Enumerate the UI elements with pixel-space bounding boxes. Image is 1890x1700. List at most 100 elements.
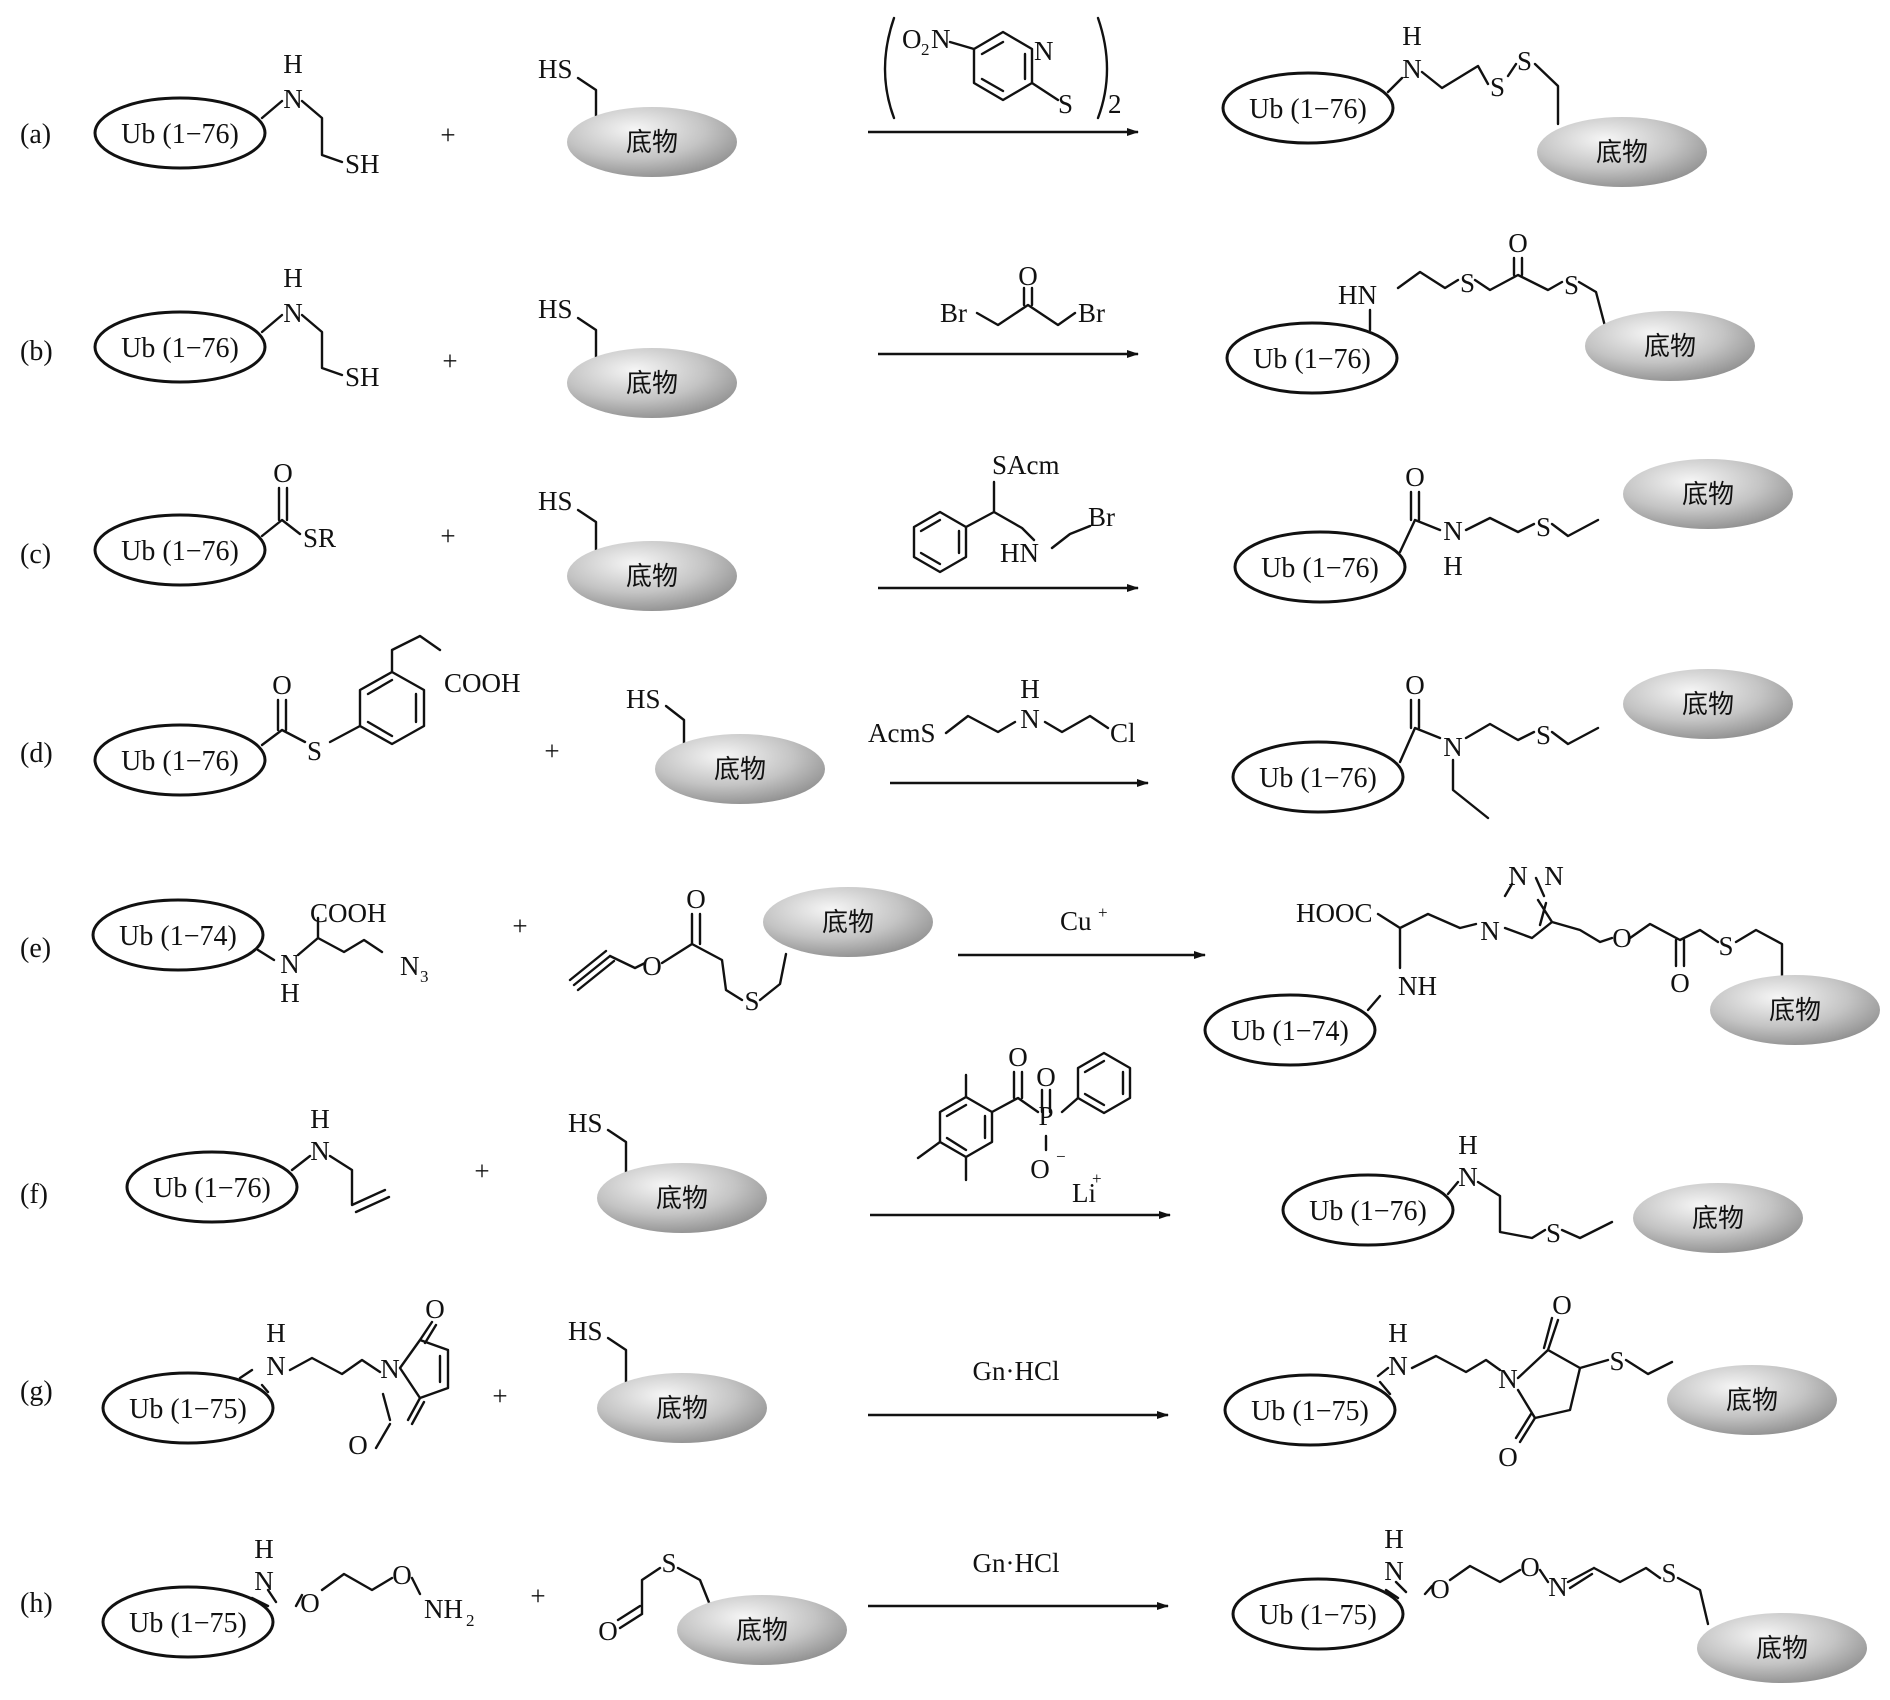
bond (576, 76, 598, 130)
atom: O (272, 670, 292, 700)
atom: + (1092, 1169, 1102, 1188)
bond (1384, 1564, 1710, 1626)
substrate-label: 底物 (626, 562, 678, 592)
substrate-label: 底物 (626, 128, 678, 158)
reaction-c: (c) Ub (1−76) O SR + HS 底物 SAcm HN Br Ub… (20, 450, 1793, 611)
atom: S (307, 736, 322, 766)
atom: N (400, 951, 420, 981)
phenyl-ring (358, 670, 426, 746)
substrate-ellipse (1623, 459, 1793, 529)
atom: N (1443, 732, 1463, 762)
atom: N (1480, 916, 1500, 946)
ub-ellipse (1221, 71, 1395, 145)
bond (250, 1572, 422, 1608)
reagent-label: Gn·HCl (973, 1548, 1060, 1578)
atom: N (283, 84, 303, 114)
reaction-e: (e) Ub (1−74) COOH N H N 3 + O O S 底物 Cu… (20, 861, 1880, 1067)
substrate-label: 底物 (1756, 1634, 1808, 1664)
ub-label: Ub (1−74) (119, 921, 237, 952)
atom: N (1544, 861, 1564, 891)
bond (664, 704, 686, 754)
ub-label: Ub (1−76) (153, 1173, 271, 1204)
substrate-label: 底物 (1596, 138, 1648, 168)
atom: N (931, 24, 951, 54)
substrate-ellipse (1667, 1365, 1837, 1435)
bond (1366, 994, 1382, 1012)
atom: NH (424, 1594, 463, 1624)
atom: N (1388, 1351, 1408, 1381)
phenyl-ring (912, 510, 968, 574)
ub-label: Ub (1−76) (1253, 344, 1371, 375)
ub-label: Ub (1−76) (121, 333, 239, 364)
ub-label: Ub (1−76) (1249, 94, 1367, 125)
ub-ellipse (93, 513, 267, 587)
bond (1368, 256, 1608, 332)
bond (576, 316, 598, 368)
atom: HN (1338, 280, 1377, 310)
ub-ellipse (91, 898, 265, 972)
ub-ellipse (1223, 1373, 1397, 1447)
atom: Cl (1110, 718, 1136, 748)
atom: H (1020, 674, 1040, 704)
atom: O (1520, 1552, 1540, 1582)
reaction-g: (g) Ub (1−75) H N N O O + HS 底物 Gn·HCl U… (20, 1290, 1837, 1472)
atom: S (1490, 72, 1505, 102)
substrate-ellipse (1697, 1613, 1867, 1683)
atom: N (1508, 861, 1528, 891)
bond (238, 1356, 382, 1394)
atom: O (425, 1294, 445, 1324)
ub-label: Ub (1−76) (1261, 553, 1379, 584)
substrate-label: 底物 (1769, 996, 1821, 1026)
ub-ellipse (1233, 530, 1407, 604)
substrate-ellipse (1633, 1183, 1803, 1253)
bond (975, 286, 1077, 327)
ub-label: Ub (1−76) (121, 746, 239, 777)
ub-ellipse (101, 1371, 275, 1445)
substrate-label: 底物 (1644, 332, 1696, 362)
atom: H (1384, 1524, 1404, 1554)
ub-ellipse (1231, 740, 1405, 814)
bond (1398, 698, 1600, 820)
atom: H (1443, 551, 1463, 581)
substrate-ellipse (567, 541, 737, 611)
atom: N (1034, 36, 1054, 66)
atom: S (661, 1548, 676, 1578)
atom: O (1030, 1154, 1050, 1184)
reagent-label: Gn·HCl (973, 1356, 1060, 1386)
bond (568, 912, 788, 1002)
atom: O (1670, 968, 1690, 998)
atom: 2 (1108, 89, 1122, 119)
row-label: (d) (20, 738, 53, 769)
row-label: (a) (20, 119, 51, 150)
substrate-ellipse (677, 1595, 847, 1665)
plus-sign: + (474, 1156, 489, 1186)
atom: H (266, 1318, 286, 1348)
reaction-h: (h) Ub (1−75) H N O O NH 2 + O S 底物 Gn·H… (20, 1524, 1867, 1683)
substrate-label: 底物 (714, 755, 766, 785)
ub-label: Ub (1−75) (1259, 1600, 1377, 1631)
reaction-b: (b) Ub (1−76) H N SH + HS 底物 Br O Br Ub … (20, 228, 1755, 418)
atom: H (1402, 21, 1422, 51)
atom: HS (538, 486, 573, 516)
atom: 2 (921, 40, 930, 59)
ub-ellipse (93, 96, 267, 170)
bond (256, 916, 384, 962)
atom: HN (1000, 538, 1039, 568)
bond (374, 1392, 392, 1450)
bond (1376, 1316, 1674, 1444)
bond (576, 508, 598, 560)
atom: N (254, 1566, 274, 1596)
bond (1398, 490, 1600, 554)
atom: S (744, 986, 759, 1016)
plus-sign: + (440, 521, 455, 551)
bond (964, 480, 1092, 550)
atom: N (1443, 516, 1463, 546)
atom: S (1536, 720, 1551, 750)
atom: N (1458, 1162, 1478, 1192)
atom: 2 (466, 1611, 475, 1630)
reaction-a: (a) Ub (1−76) H N SH + HS 底物 O 2 N N S 2… (20, 16, 1707, 187)
atom: 3 (420, 967, 429, 986)
phenyl-ring (1076, 1051, 1132, 1115)
substrate-label: 底物 (626, 369, 678, 399)
bond (390, 634, 442, 674)
